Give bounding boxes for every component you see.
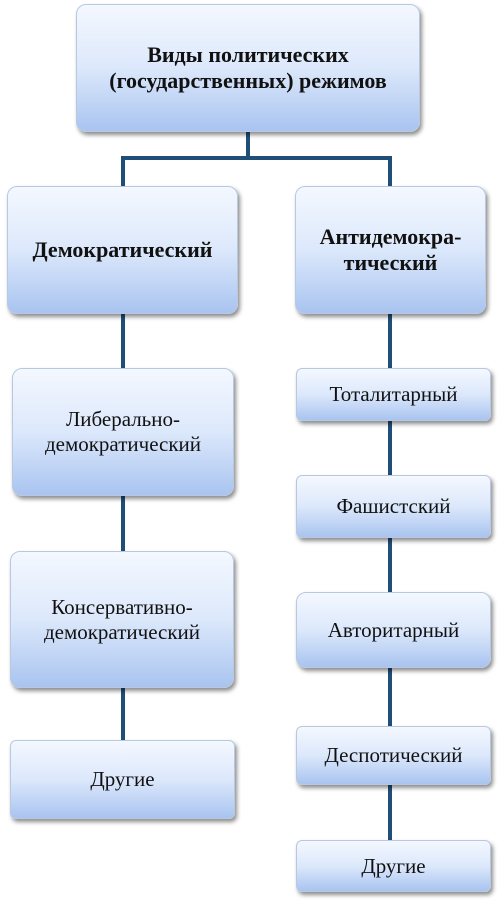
antidemocratic-child-label: Деспотический [324,743,463,768]
antidemocratic-child-label: Другие [361,853,426,878]
democratic-child-liberal: Либерально- демократический [12,368,234,496]
democratic-label: Демократический [32,237,213,263]
democratic-child-label: Другие [90,767,155,792]
root-node: Виды политических (государственных) режи… [76,4,420,132]
antidemocratic-child-label: Фашистский [336,494,451,519]
antidemocratic-child-fascist: Фашистский [296,475,491,538]
antidemocratic-child-label: Авторитарный [327,617,460,642]
antidemocratic-child-other: Другие [296,840,491,892]
democratic-child-other: Другие [10,740,235,819]
antidemocratic-child-totalitarian: Тоталитарный [296,368,491,421]
democratic-node: Демократический [7,186,238,314]
democratic-child-label: Консервативно- демократический [43,594,201,644]
root-label: Виды политических (государственных) режи… [109,42,387,93]
antidemocratic-label: Антидемокра- тический [319,224,462,275]
antidemocratic-child-label: Тоталитарный [329,382,458,407]
antidemocratic-child-despotic: Деспотический [296,726,491,785]
democratic-child-label: Либерально- демократический [44,407,202,456]
antidemocratic-node: Антидемокра- тический [295,186,486,314]
democratic-child-conservative: Консервативно- демократический [10,551,234,688]
antidemocratic-child-authoritarian: Авторитарный [296,592,491,668]
